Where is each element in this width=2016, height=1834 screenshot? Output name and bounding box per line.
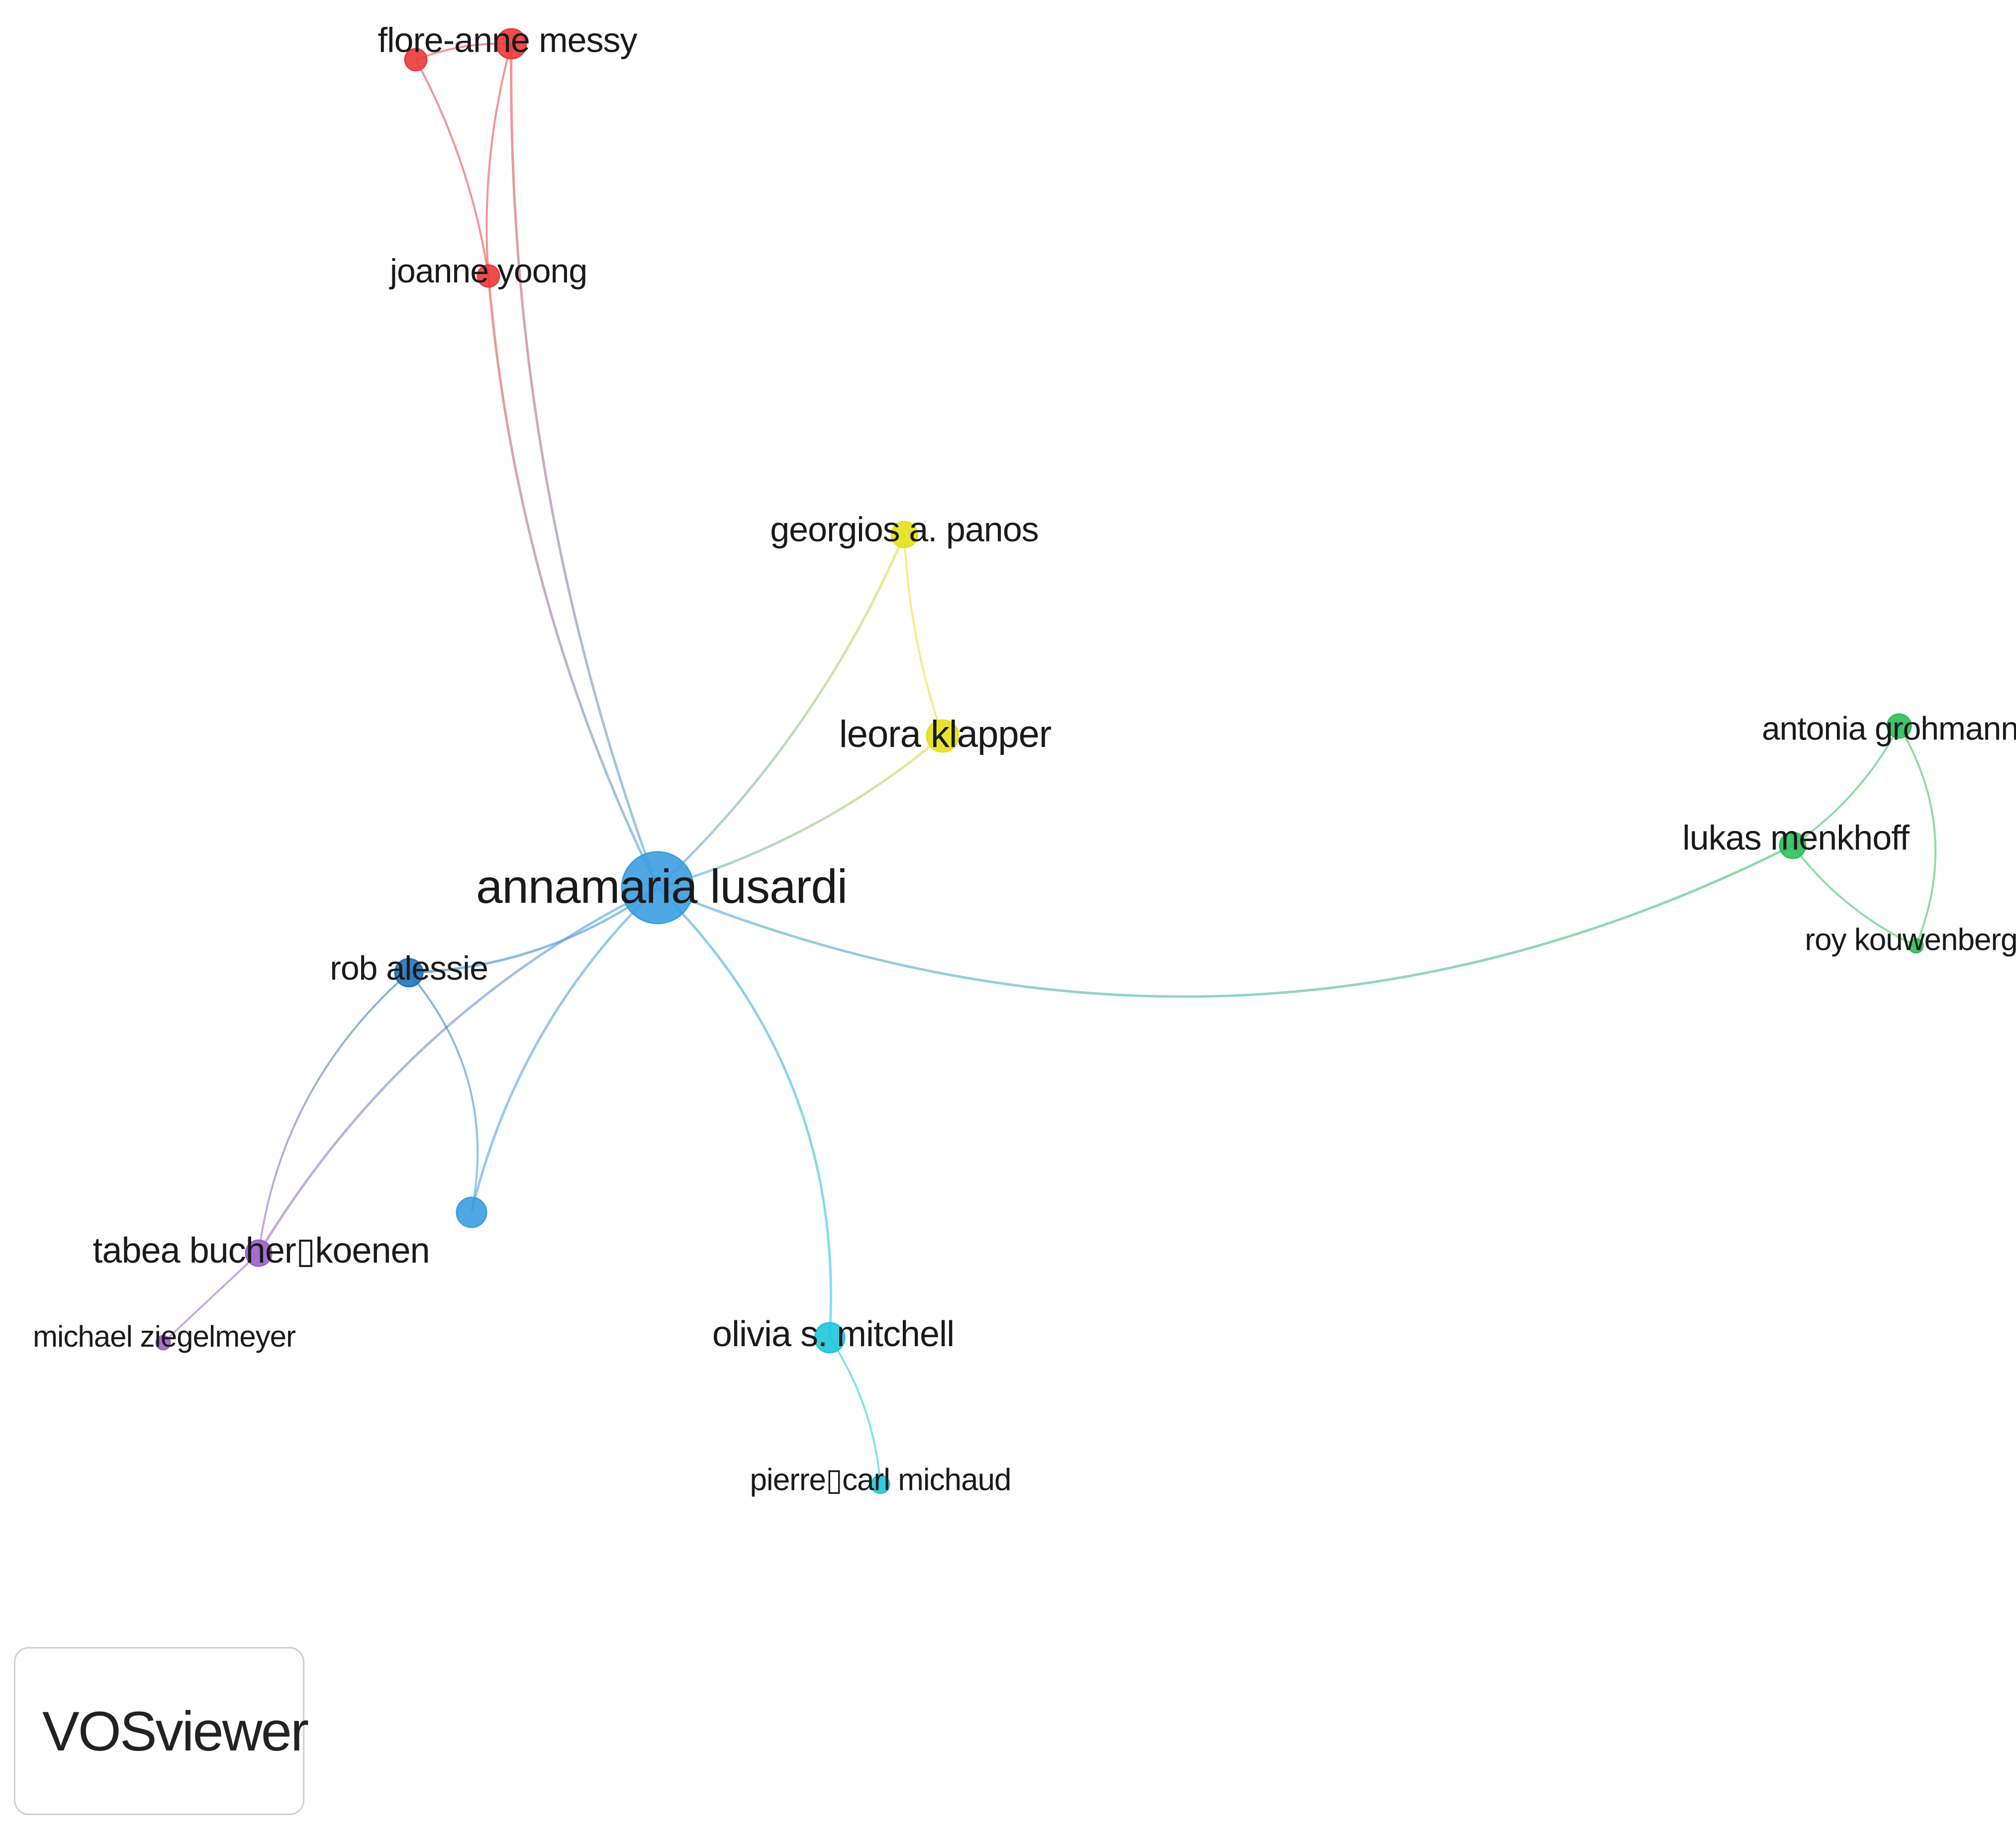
node-unlabeled[interactable]	[456, 1196, 487, 1228]
node-panos[interactable]	[890, 521, 918, 549]
node-michaud[interactable]	[870, 1474, 890, 1494]
node-label-lusardi: annamaria lusardi	[476, 860, 847, 913]
node-label-yoong: joanne yoong	[389, 252, 587, 290]
nodes-layer	[155, 28, 1924, 1494]
node-label-messy: flore-anne messy	[378, 20, 638, 59]
edge-lusardi-mitchell	[657, 887, 833, 1338]
node-mitchell[interactable]	[814, 1322, 846, 1354]
node-grohmann[interactable]	[1886, 713, 1912, 739]
edge-lusardi-panos	[657, 534, 906, 889]
node-label-kouwenberg: roy kouwenberg	[1805, 922, 2016, 957]
vosviewer-logo: VOSviewer	[14, 1647, 309, 1815]
node-klapper[interactable]	[926, 719, 960, 753]
edge-lusardi-menkhoff	[657, 844, 1794, 998]
edge-panos-klapper	[903, 534, 944, 736]
edge-menkhoff-kouwenberg	[1792, 844, 1917, 947]
edge-lusardi-yoong	[487, 275, 659, 889]
node-red2[interactable]	[404, 48, 428, 72]
edge-lusardi-unlabeled	[470, 887, 659, 1213]
node-label-alessie: rob alessie	[330, 949, 488, 987]
node-label-michaud: pierre▯carl michaud	[750, 1463, 1011, 1497]
node-yoong[interactable]	[477, 264, 500, 288]
edge-grohmann-menkhoff	[1792, 726, 1900, 846]
node-label-panos: georgios a. panos	[770, 510, 1039, 549]
node-lusardi[interactable]	[621, 851, 694, 924]
edge-lusardi-messy	[510, 43, 659, 888]
node-label-grohmann: antonia grohmann	[1762, 710, 2016, 746]
edge-lusardi-alessie	[408, 886, 659, 974]
edge-alessie-unlabeled	[408, 972, 479, 1213]
node-label-menkhoff: lukas menkhoff	[1682, 818, 1910, 857]
node-label-mitchell: olivia s. mitchell	[712, 1314, 954, 1354]
node-label-koenen: tabea bucher▯koenen	[93, 1231, 429, 1271]
edge-mitchell-michaud	[829, 1337, 881, 1485]
edge-lusardi-koenen	[257, 886, 659, 1254]
node-menkhoff[interactable]	[1779, 831, 1807, 859]
edge-messy-yoong	[485, 43, 512, 276]
edges-layer	[162, 42, 1937, 1485]
node-messy[interactable]	[495, 28, 527, 60]
vosviewer-logo-text: VOSviewer	[42, 1700, 309, 1762]
node-ziegelmeyer[interactable]	[155, 1335, 171, 1351]
edge-lusardi-klapper	[657, 735, 944, 889]
edge-grohmann-kouwenberg	[1898, 725, 1937, 946]
node-koenen[interactable]	[245, 1239, 273, 1267]
edge-koenen-ziegelmeyer	[162, 1252, 260, 1344]
node-kouwenberg[interactable]	[1908, 938, 1924, 954]
labels-layer: annamaria lusardi rob alessie flore-anne m…	[33, 20, 2016, 1497]
node-label-ziegelmeyer: michael ziegelmeyer	[33, 1320, 295, 1353]
edge-alessie-koenen	[258, 972, 410, 1254]
edge-red2-yoong	[415, 59, 489, 276]
node-alessie[interactable]	[394, 958, 424, 988]
node-label-klapper: leora klapper	[839, 713, 1052, 755]
